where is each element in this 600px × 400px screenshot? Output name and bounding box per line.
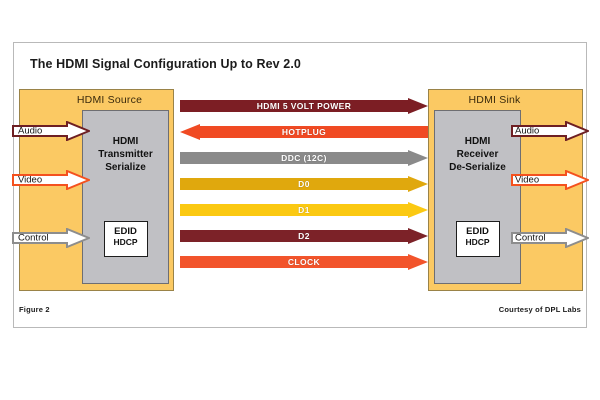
- signal-label: D1: [298, 205, 310, 215]
- signal-label: HDMI 5 VOLT POWER: [256, 101, 352, 111]
- hdmi-receiver-label: HDMI Receiver De-Serialize: [435, 135, 520, 174]
- hdmi-sink-block: HDMI Sink HDMI Receiver De-Serialize EDI…: [428, 89, 583, 291]
- signal-arrow-hotplug: HOTPLUG: [180, 124, 428, 140]
- source-control-input-arrow: Control: [12, 227, 92, 249]
- signal-arrow-ddc-i2c: DDC (12C): [180, 150, 428, 166]
- sink-edid-hdcp-box: EDID HDCP: [455, 221, 500, 257]
- signal-arrow-clock: CLOCK: [180, 254, 428, 270]
- source-audio-label: Audio: [18, 125, 43, 137]
- source-video-label: Video: [18, 174, 43, 186]
- hdmi-transmitter-label: HDMI Transmitter Serialize: [83, 135, 168, 174]
- sink-video-label: Video: [515, 174, 540, 186]
- sink-edid-label: EDID: [466, 226, 489, 237]
- source-hdcp-label: HDCP: [113, 237, 138, 247]
- chip-line-3: Serialize: [105, 162, 146, 173]
- signal-arrow-hdmi-5-volt-power: HDMI 5 VOLT POWER: [180, 98, 428, 114]
- sink-audio-label: Audio: [515, 125, 540, 137]
- figure-frame: The HDMI Signal Configuration Up to Rev …: [12, 42, 591, 328]
- chip-line-3: De-Serialize: [449, 162, 506, 173]
- figure-credit: Courtesy of DPL Labs: [498, 305, 581, 314]
- signal-arrow-d1: D1: [180, 202, 428, 218]
- source-audio-input-arrow: Audio: [12, 120, 92, 142]
- chip-line-1: HDMI: [112, 136, 139, 147]
- sink-control-label: Control: [515, 232, 546, 244]
- hdmi-source-title: HDMI Source: [76, 94, 143, 106]
- figure-number: Figure 2: [19, 305, 50, 314]
- hdmi-signal-bus: HDMI 5 VOLT POWER HOTPLUG DDC (12C) D0 D: [180, 89, 428, 291]
- figure-title: The HDMI Signal Configuration Up to Rev …: [30, 57, 301, 71]
- source-edid-label: EDID: [114, 226, 137, 237]
- signal-arrow-d0: D0: [180, 176, 428, 192]
- sink-hdcp-label: HDCP: [465, 237, 490, 247]
- signal-label: D2: [298, 231, 310, 241]
- source-control-label: Control: [18, 232, 49, 244]
- sink-audio-output-arrow: Audio: [511, 120, 591, 142]
- sink-control-output-arrow: Control: [511, 227, 591, 249]
- signal-label: DDC (12C): [281, 153, 327, 163]
- signal-label: D0: [298, 179, 310, 189]
- hdmi-transmitter-chip: HDMI Transmitter Serialize EDID HDCP: [82, 110, 169, 284]
- source-edid-hdcp-box: EDID HDCP: [103, 221, 148, 257]
- hdmi-sink-title: HDMI Sink: [468, 94, 521, 106]
- sink-video-output-arrow: Video: [511, 169, 591, 191]
- chip-line-2: Transmitter: [98, 149, 153, 160]
- signal-label: CLOCK: [287, 257, 321, 267]
- signal-label: HOTPLUG: [281, 127, 327, 137]
- source-video-input-arrow: Video: [12, 169, 92, 191]
- hdmi-receiver-chip: HDMI Receiver De-Serialize EDID HDCP: [434, 110, 521, 284]
- chip-line-1: HDMI: [464, 136, 491, 147]
- signal-arrow-d2: D2: [180, 228, 428, 244]
- chip-line-2: Receiver: [456, 149, 499, 160]
- hdmi-source-block: HDMI Source HDMI Transmitter Serialize E…: [19, 89, 174, 291]
- figure-footer: Figure 2 Courtesy of DPL Labs: [19, 305, 581, 319]
